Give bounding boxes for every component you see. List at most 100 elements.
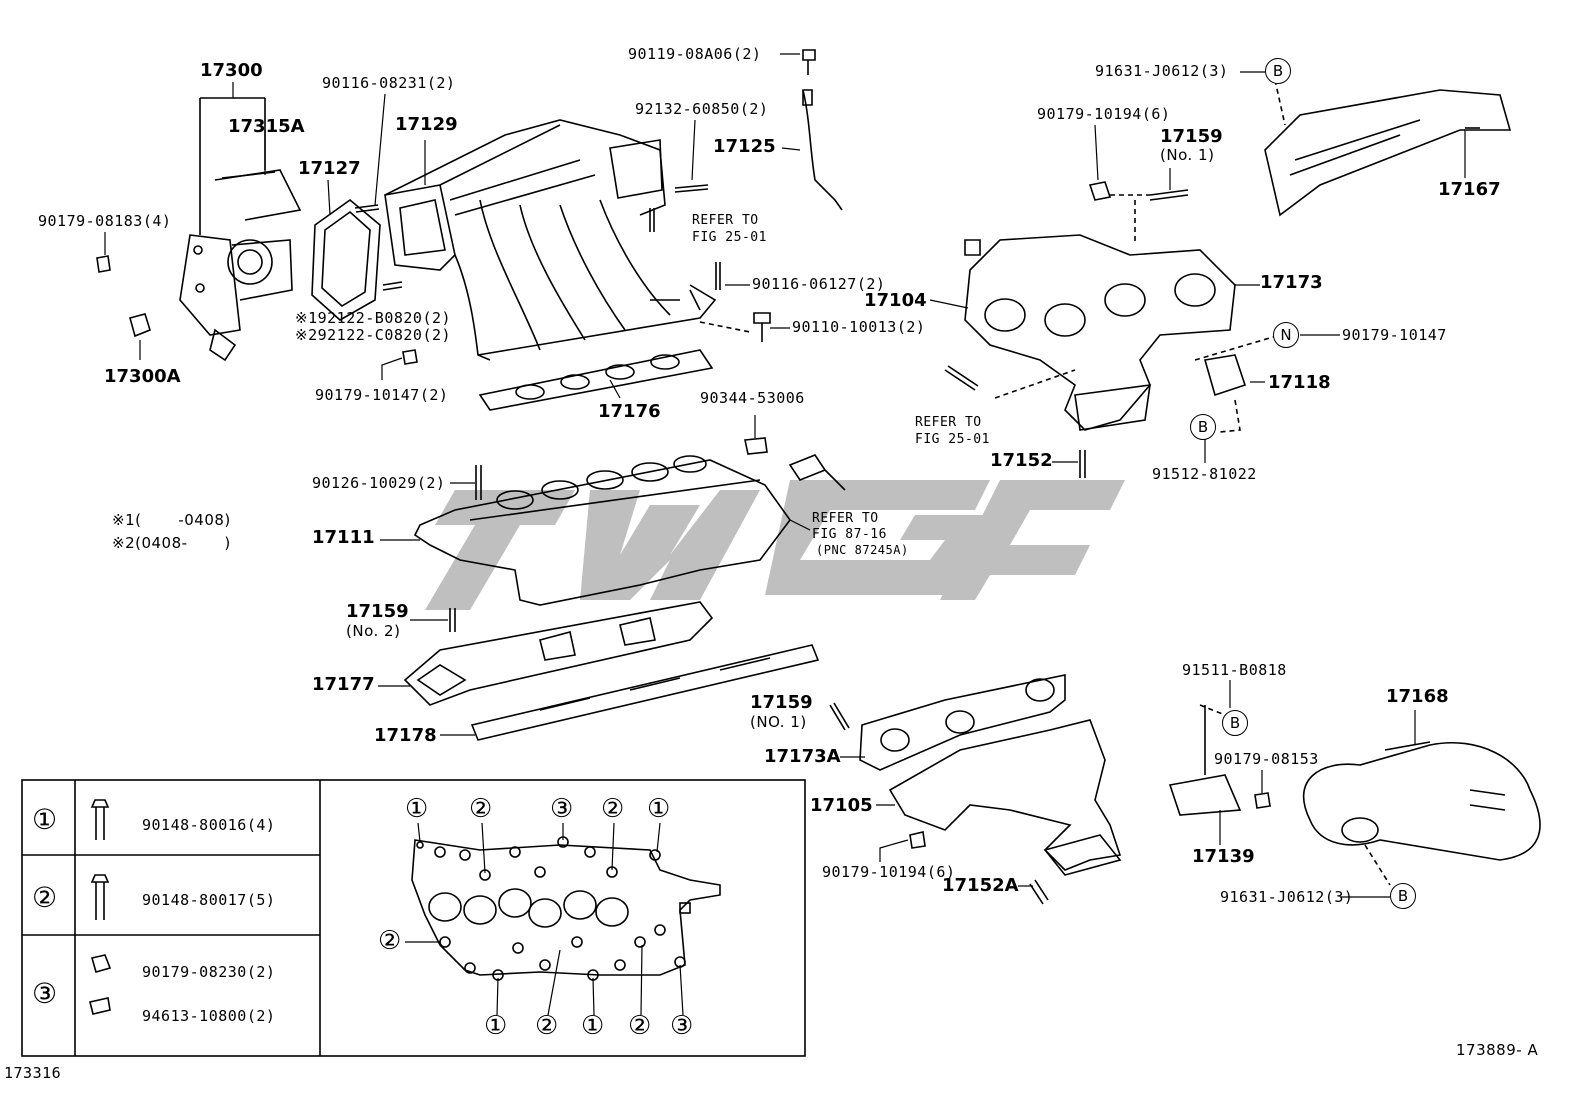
stud-90116-06127 [715, 262, 721, 290]
gasket-17178 [470, 644, 820, 741]
label-refer-87-3: (PNC 87245A) [816, 543, 909, 557]
leader-dash-top [1110, 79, 1286, 245]
label-91511: 91511-B0818 [1182, 661, 1287, 679]
legend-symbol-2: ② [32, 881, 58, 914]
lower-intake-17111 [413, 455, 791, 606]
label-17178: 17178 [374, 725, 437, 746]
label-17105: 17105 [810, 795, 873, 816]
stud-17159-top [1149, 189, 1189, 201]
pattern-bottom-3: ① [581, 1011, 605, 1041]
leader-dash-refer-b [994, 369, 1076, 399]
label-17168: 17168 [1386, 686, 1449, 707]
label-refer-25-a2: FIG 25-01 [692, 230, 767, 245]
label-17159-top-sub: (No. 1) [1160, 146, 1215, 164]
pattern-bottom-4: ② [628, 1011, 652, 1041]
stud-17159-low [829, 702, 850, 731]
stud-17152 [1079, 450, 1086, 478]
exhaust-manifold-17104 [964, 234, 1236, 431]
label-17159-top: 17159 [1160, 126, 1223, 147]
nut-90179-10194-top [1088, 181, 1112, 201]
label-90179-08183: 90179-08183(4) [38, 212, 172, 230]
plenum-17129 [384, 119, 717, 361]
nut-90179-08183 [96, 255, 111, 273]
pattern-top-5: ① [647, 794, 671, 824]
callout-b-mid: B [1190, 414, 1216, 440]
pattern-bottom-1: ① [484, 1011, 508, 1041]
label-90179-10194-low: 90179-10194(6) [822, 863, 956, 881]
pattern-left: ② [378, 926, 402, 956]
label-17159-low-sub: (NO. 1) [750, 713, 807, 731]
gasket-17177 [403, 601, 714, 706]
label-90344: 90344-53006 [700, 389, 805, 407]
hose-refer-87 [788, 454, 846, 491]
label-17177: 17177 [312, 674, 375, 695]
label-17111: 17111 [312, 527, 375, 548]
leader-lines [104, 53, 1466, 898]
legend-manifold-sketch [411, 836, 721, 981]
nut-90179-10147 [402, 349, 418, 365]
label-192122: ※192122-B0820(2) [295, 309, 452, 327]
label-90179-10194-6: 90179-10194(6) [1037, 105, 1171, 123]
stud-refer-a [649, 208, 655, 232]
label-292122: ※292122-C0820(2) [295, 326, 452, 344]
heat-shield-17167 [1264, 89, 1512, 217]
label-17104: 17104 [864, 290, 927, 311]
legend-item-3b: 94613-10800(2) [142, 1007, 276, 1025]
stud-17152A [1029, 879, 1049, 905]
label-17159-low: 17159 [750, 692, 813, 713]
stud-refer-b [944, 365, 979, 391]
gasket-17127 [311, 198, 381, 321]
watermark-logo [425, 480, 1125, 610]
callout-b-top: B [1265, 58, 1291, 84]
heat-shield-17168 [1302, 741, 1541, 861]
leader-dash-18 [1194, 334, 1281, 433]
pattern-bottom-5: ③ [670, 1011, 694, 1041]
label-17167: 17167 [1438, 179, 1501, 200]
label-17300: 17300 [200, 60, 263, 81]
label-refer-87-2: FIG 87-16 [812, 527, 887, 542]
label-91512: 91512-81022 [1152, 465, 1257, 483]
label-note-2: ※2(0408- ) [112, 534, 231, 552]
throttle-body-17300 [179, 97, 293, 362]
callout-n: N [1273, 322, 1299, 348]
legend-bolt-icons [89, 799, 112, 1015]
gasket-17176 [478, 349, 714, 411]
label-17173: 17173 [1260, 272, 1323, 293]
callout-b-low1: B [1222, 710, 1248, 736]
pattern-top-1: ① [405, 794, 429, 824]
label-17125: 17125 [713, 136, 776, 157]
label-refer-87-1: REFER TO [812, 511, 879, 526]
stud-92122 [382, 281, 403, 291]
gasket-17315A [214, 169, 302, 221]
label-17159-mid: 17159 [346, 601, 409, 622]
legend-symbol-3: ③ [32, 977, 58, 1010]
label-92132: 92132-60850(2) [635, 100, 769, 118]
legend-sketch-leaders [405, 822, 684, 1016]
label-17176: 17176 [598, 401, 661, 422]
exhaust-manifold-17105 [859, 674, 1122, 876]
legend-item-3a: 90179-08230(2) [142, 963, 276, 981]
label-90110: 90110-10013(2) [792, 318, 926, 336]
label-17159-mid-sub: (No. 2) [346, 622, 401, 640]
label-17152A: 17152A [942, 875, 1019, 896]
legend-item-2: 90148-80017(5) [142, 891, 276, 909]
stud-17159-mid [449, 608, 456, 632]
label-17315A: 17315A [228, 116, 305, 137]
label-90116-08231: 90116-08231(2) [322, 74, 456, 92]
label-17129: 17129 [395, 114, 458, 135]
label-note-1: ※1( -0408) [112, 511, 231, 529]
figure-code: 173889- A [1456, 1041, 1539, 1059]
label-refer-25-b2: FIG 25-01 [915, 432, 990, 447]
stud-90126 [475, 465, 482, 500]
label-90179-08153: 90179-08153 [1214, 750, 1319, 768]
label-refer-25-b1: REFER TO [915, 415, 982, 430]
pattern-bottom-2: ② [535, 1011, 559, 1041]
bolt-90119 [802, 49, 816, 75]
callout-b-low2: B [1390, 883, 1416, 909]
label-91631-top: 91631-J0612(3) [1095, 62, 1229, 80]
bracket-17118 [1203, 354, 1247, 397]
label-17139: 17139 [1192, 846, 1255, 867]
bolt-90110 [753, 312, 771, 342]
pattern-top-2: ② [469, 794, 493, 824]
